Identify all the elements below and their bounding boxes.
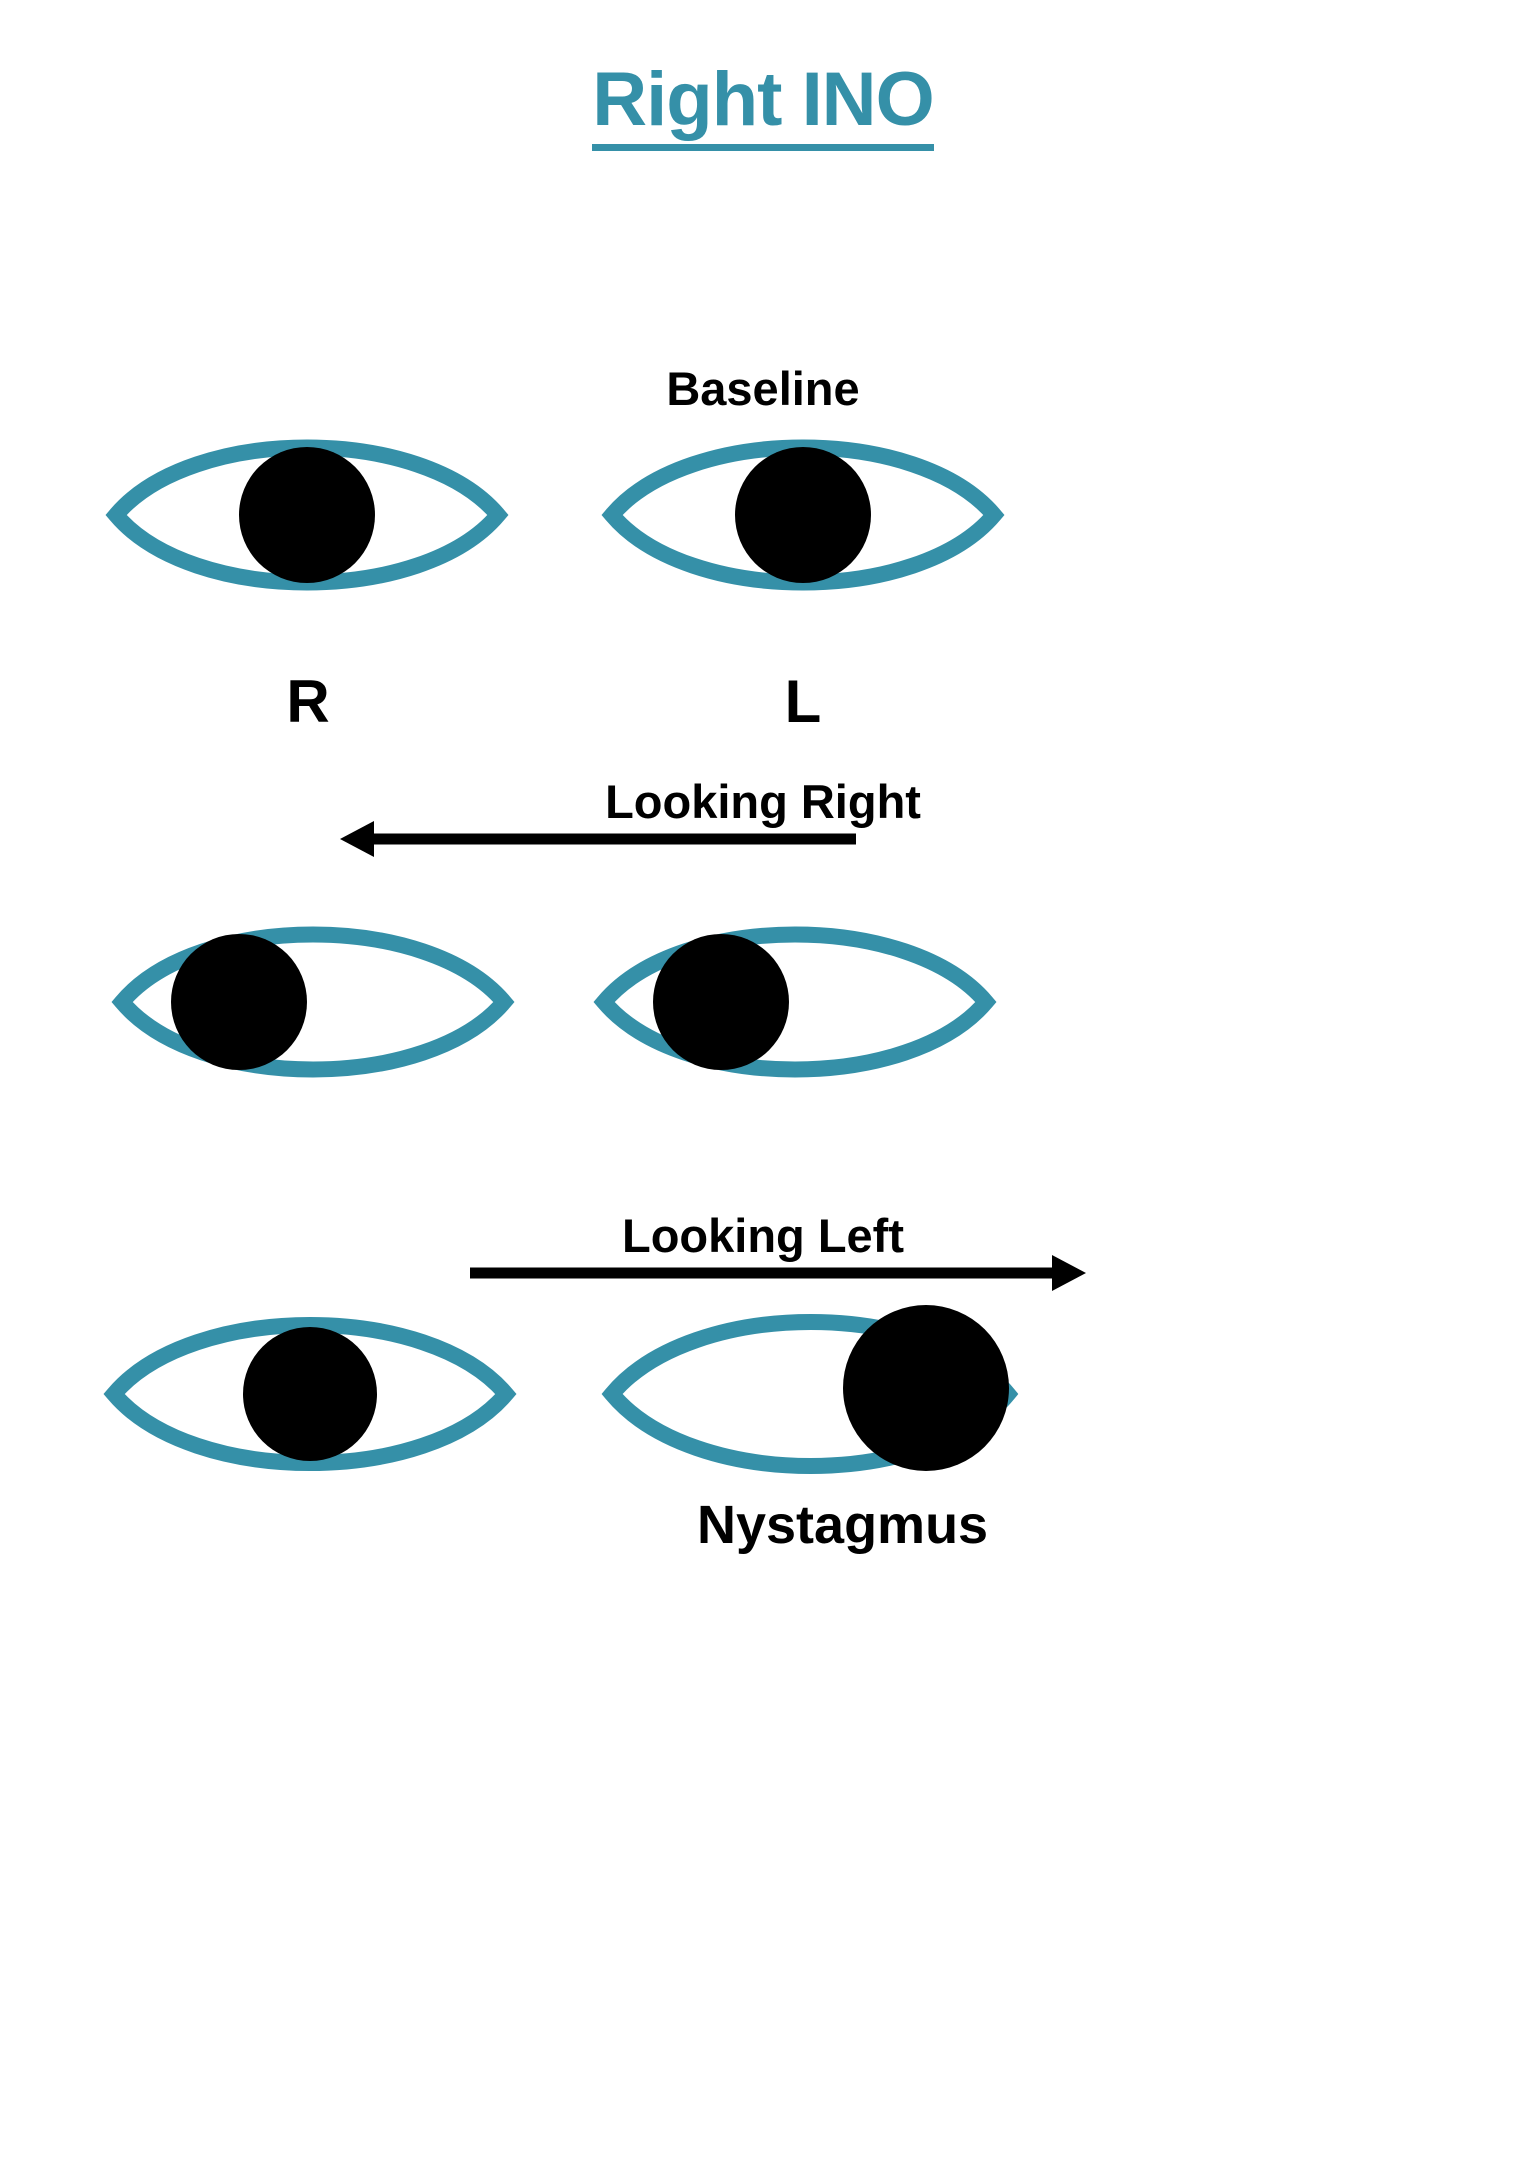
eyelid-outline (103, 1317, 517, 1471)
eye-side-label-left: L (784, 668, 822, 735)
pupil (239, 447, 375, 583)
pupil (735, 447, 871, 583)
eye-looking-left-left (601, 1288, 1019, 1503)
looking-left-label: Looking Left (622, 1209, 904, 1262)
pupil (843, 1305, 1009, 1471)
eye-side-label-right: R (286, 668, 330, 735)
page-title-text: Right INO (592, 62, 935, 151)
arrow-left-icon (338, 818, 858, 860)
baseline-label: Baseline (666, 362, 860, 415)
pupil (171, 934, 307, 1070)
pupil (653, 934, 789, 1070)
eyelid-outline (105, 439, 509, 591)
eye-baseline-left (601, 415, 1005, 615)
eye-looking-left-right (103, 1292, 517, 1497)
page-title: Right INO (0, 62, 1526, 151)
eyelid-outline (601, 439, 1005, 591)
eye-looking-right-right (111, 902, 515, 1102)
pupil (243, 1327, 377, 1461)
eye-baseline-right (105, 415, 509, 615)
eye-looking-right-left (593, 902, 997, 1102)
looking-right-label: Looking Right (605, 775, 921, 828)
arrow-right-icon (468, 1252, 1088, 1294)
nystagmus-caption: Nystagmus (697, 1495, 989, 1555)
